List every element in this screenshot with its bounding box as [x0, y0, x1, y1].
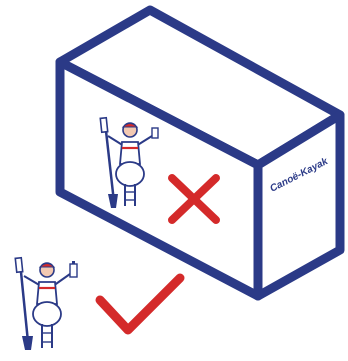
canoeist-figure-outside — [14, 256, 78, 350]
box-side-face — [253, 110, 345, 301]
check-mark-icon — [95, 273, 185, 335]
canoeist-figure-on-box — [99, 116, 159, 208]
container-box: Canoë-Kayak — [55, 5, 345, 301]
x-cross-icon — [168, 174, 220, 224]
